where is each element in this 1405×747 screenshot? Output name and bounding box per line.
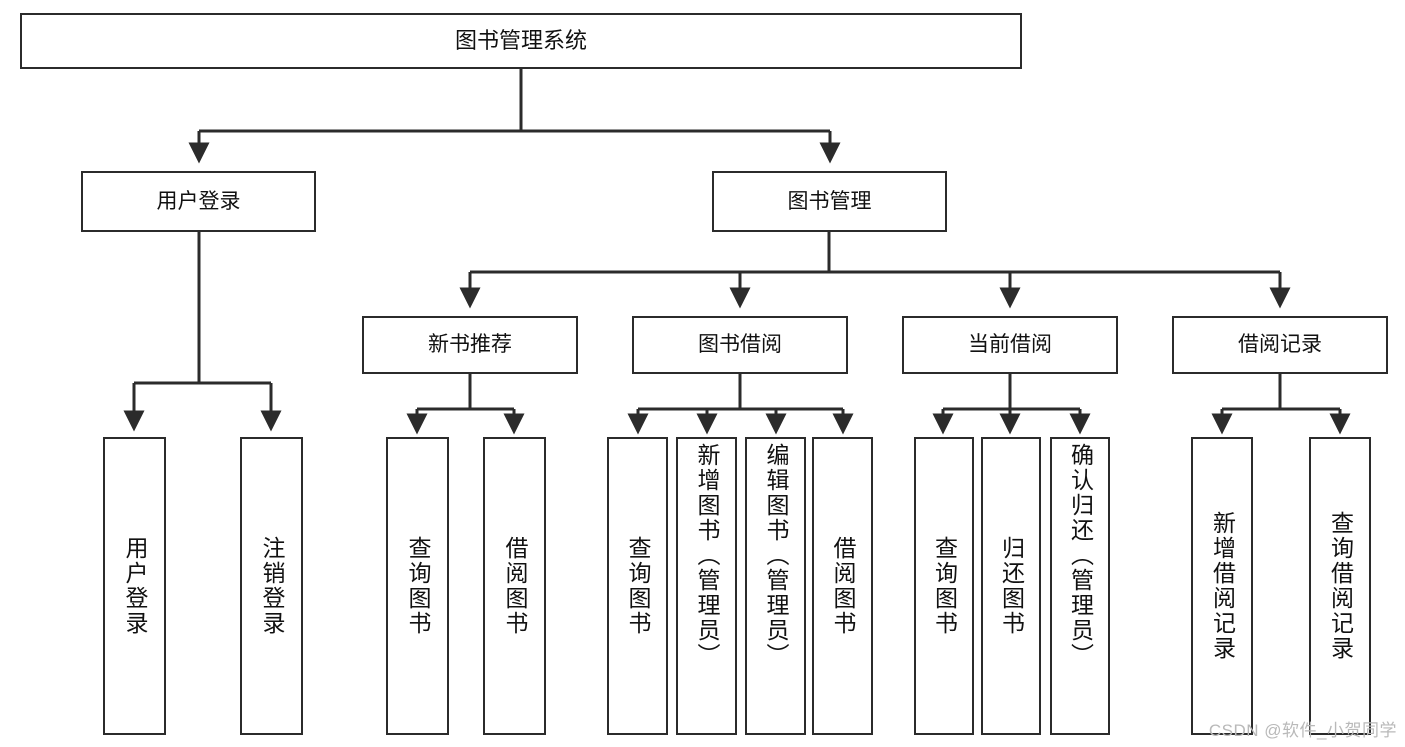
node-user-login[interactable]: 用户登录 — [81, 171, 316, 232]
node-book-borrow[interactable]: 图书借阅 — [632, 316, 848, 374]
node-label: 新增借阅记录 — [1209, 511, 1236, 661]
node-label: 查询图书 — [405, 536, 431, 636]
node-label: 归还图书 — [998, 536, 1025, 636]
node-label: 新书推荐 — [428, 333, 512, 357]
node-label: 图书管理系统 — [454, 27, 587, 53]
node-leaf-query-book-borrow[interactable]: 查询图书 — [607, 437, 668, 735]
node-leaf-query-book-current[interactable]: 查询图书 — [914, 437, 974, 735]
node-label: 确认归还（管理员） — [1067, 443, 1094, 668]
csdn-watermark: CSDN @软件_小贺同学 — [1208, 721, 1397, 740]
node-leaf-borrow-book[interactable]: 借阅图书 — [812, 437, 873, 735]
node-leaf-add-borrow-record[interactable]: 新增借阅记录 — [1191, 437, 1253, 735]
node-label: 图书借阅 — [698, 333, 782, 357]
node-leaf-query-borrow-record[interactable]: 查询借阅记录 — [1309, 437, 1371, 735]
node-label: 借阅记录 — [1238, 333, 1322, 357]
node-label: 借阅图书 — [830, 536, 856, 636]
node-leaf-confirm-return-admin[interactable]: 确认归还（管理员） — [1050, 437, 1110, 735]
node-root-book-management-system[interactable]: 图书管理系统 — [20, 13, 1022, 69]
node-leaf-edit-book-admin[interactable]: 编辑图书（管理员） — [745, 437, 806, 735]
node-label: 新增图书（管理员） — [694, 443, 720, 668]
node-label: 查询图书 — [625, 536, 651, 636]
node-label: 图书管理 — [787, 189, 872, 213]
node-borrow-record[interactable]: 借阅记录 — [1172, 316, 1388, 374]
node-current-borrow[interactable]: 当前借阅 — [902, 316, 1118, 374]
node-label: 用户登录 — [122, 536, 148, 636]
node-leaf-add-book-admin[interactable]: 新增图书（管理员） — [676, 437, 737, 735]
node-new-book-recommend[interactable]: 新书推荐 — [362, 316, 578, 374]
node-label: 查询图书 — [931, 536, 958, 636]
node-book-management[interactable]: 图书管理 — [712, 171, 947, 232]
node-label: 用户登录 — [156, 189, 241, 213]
node-leaf-borrow-book-recommend[interactable]: 借阅图书 — [483, 437, 546, 735]
node-leaf-return-book[interactable]: 归还图书 — [981, 437, 1041, 735]
node-leaf-query-book-recommend[interactable]: 查询图书 — [386, 437, 449, 735]
node-label: 当前借阅 — [968, 333, 1052, 357]
node-leaf-logout[interactable]: 注销登录 — [240, 437, 303, 735]
node-label: 注销登录 — [259, 536, 285, 636]
node-leaf-user-login[interactable]: 用户登录 — [103, 437, 166, 735]
node-label: 查询借阅记录 — [1327, 511, 1354, 661]
node-label: 编辑图书（管理员） — [763, 443, 789, 668]
node-label: 借阅图书 — [502, 536, 528, 636]
